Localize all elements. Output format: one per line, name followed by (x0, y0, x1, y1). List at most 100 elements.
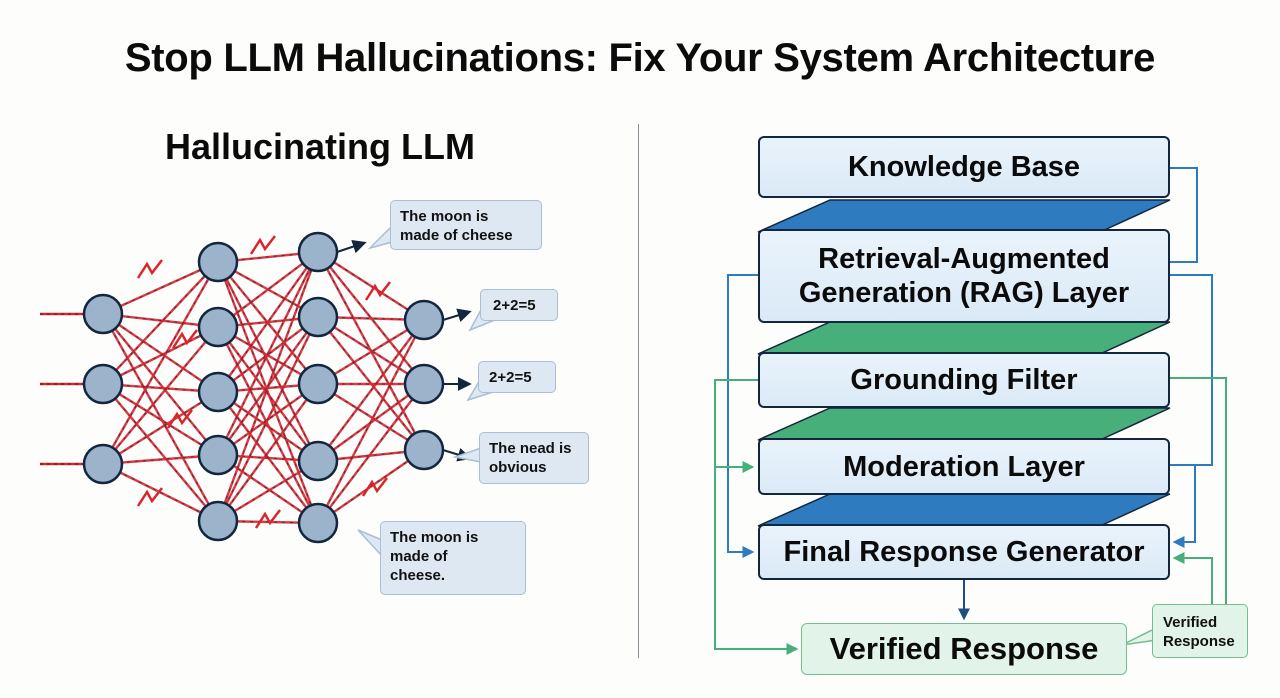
lightning-icon (136, 487, 163, 507)
lightning-icon (249, 235, 276, 255)
lightning-icon (364, 281, 391, 301)
page-title: Stop LLM Hallucinations: Fix Your System… (124, 36, 1156, 80)
network-edge-dash (317, 319, 425, 462)
network-edge (217, 383, 319, 522)
connector-slab-green-2 (757, 407, 1171, 441)
network-edge-dash (102, 463, 219, 522)
network-edge-dash (102, 261, 219, 315)
network-edge (217, 251, 319, 393)
bubble-line: obvious (489, 459, 547, 476)
bubble-tail (452, 446, 482, 463)
rag-to-moderation-right-line (1170, 274, 1213, 466)
lightning-icon (136, 259, 163, 279)
network-node (197, 371, 239, 413)
connector-slab-blue-2 (757, 493, 1171, 527)
layer-rag: Retrieval-Augmented Generation (RAG) Lay… (758, 229, 1170, 323)
connector-slabs (757, 199, 1171, 527)
lightning-icon (171, 329, 198, 349)
network-edge-dash (102, 326, 219, 465)
network-edge (101, 313, 220, 522)
bubble-line: made of cheese (400, 227, 513, 244)
grounding-to-verified-line (1170, 377, 1227, 605)
network-edge-dash (217, 251, 319, 328)
layer-label-line: Generation (RAG) Layer (798, 277, 1130, 309)
rag-to-final-left-line (727, 274, 758, 558)
network-node (197, 306, 239, 348)
bubble-math-2: 2+2=5 (478, 361, 556, 393)
layer-label: Grounding Filter (850, 364, 1078, 396)
tag-line: Response (1163, 633, 1235, 650)
verified-to-final-line (1172, 552, 1213, 605)
network-node (82, 443, 124, 485)
network-edge-dash (217, 316, 319, 393)
network-node (297, 502, 339, 544)
network-edge-dash (217, 316, 319, 522)
layer-label-line: Retrieval-Augmented (818, 243, 1110, 275)
bubble-line: The moon is (400, 208, 489, 225)
connector-slab-green-1 (757, 321, 1171, 355)
verified-response-tag: Verified Response (1152, 604, 1248, 658)
moderation-to-final-line (1172, 465, 1196, 548)
bubble-moon-cheese-top: The moon is made of cheese (390, 200, 542, 250)
network-edge-dash (102, 391, 219, 465)
network-edge (317, 318, 425, 386)
layer-final-response-generator: Final Response Generator (758, 524, 1170, 580)
network-node (297, 363, 339, 405)
network-node (297, 231, 339, 273)
network-node (297, 440, 339, 482)
network-edge-dash (217, 261, 319, 524)
bubble-math-1: 2+2=5 (480, 289, 558, 321)
verified-response-label: Verified Response (829, 631, 1099, 666)
layer-knowledge-base: Knowledge Base (758, 136, 1170, 198)
lightning-icon (254, 509, 281, 529)
grounding-to-moderation-left-line (714, 379, 758, 473)
panel-divider (638, 124, 639, 658)
network-node (297, 296, 339, 338)
layer-label: Retrieval-Augmented Generation (RAG) Lay… (799, 242, 1129, 310)
lightning-icon (166, 409, 193, 429)
network-node (197, 241, 239, 283)
bubble-line: made of (390, 548, 448, 565)
bubble-line: The moon is (390, 529, 479, 546)
connector-slab-blue-1 (757, 199, 1171, 233)
network-edge-dash (102, 326, 219, 385)
network-edge-dash (217, 261, 319, 462)
network-edge-dash (102, 383, 219, 522)
output-arrow (442, 308, 472, 322)
layer-label: Knowledge Base (847, 151, 1081, 183)
network-node (197, 500, 239, 542)
verified-response-box: Verified Response (801, 623, 1127, 675)
network-node (82, 293, 124, 335)
network-edge-dash (102, 261, 219, 465)
bubble-obvious: The nead is obvious (479, 432, 589, 484)
network-node (403, 363, 445, 405)
kb-to-rag-line (1170, 167, 1198, 263)
feedback-lines (714, 167, 1227, 655)
network-edge (102, 261, 219, 385)
network-node (82, 363, 124, 405)
error-spark-icons (136, 235, 391, 529)
bubble-tail (357, 529, 383, 558)
output-arrow (336, 239, 367, 254)
network-edge-dash (317, 449, 425, 524)
network-edge-dash (317, 319, 425, 524)
layer-label: Moderation Layer (843, 450, 1085, 483)
network-edge-dash (217, 251, 319, 456)
tag-line: Verified (1163, 614, 1218, 631)
network-edge-dash (102, 313, 219, 456)
network-edge (217, 326, 319, 462)
network-edge-dash (317, 383, 425, 524)
bubble-line: 2+2=5 (493, 297, 536, 314)
network-edge-dash (317, 251, 425, 321)
network-node (197, 434, 239, 476)
lightning-icon (361, 477, 388, 497)
network-edge-dash (102, 383, 219, 456)
network-edge (102, 313, 219, 393)
bubble-moon-cheese-bottom: The moon is made of cheese. (380, 521, 526, 595)
layer-moderation: Moderation Layer (758, 438, 1170, 495)
network-edge-dash (217, 261, 319, 385)
grounding-to-verified-left-line (714, 467, 799, 655)
network-edge (216, 326, 320, 524)
bubble-line: cheese. (390, 567, 446, 584)
